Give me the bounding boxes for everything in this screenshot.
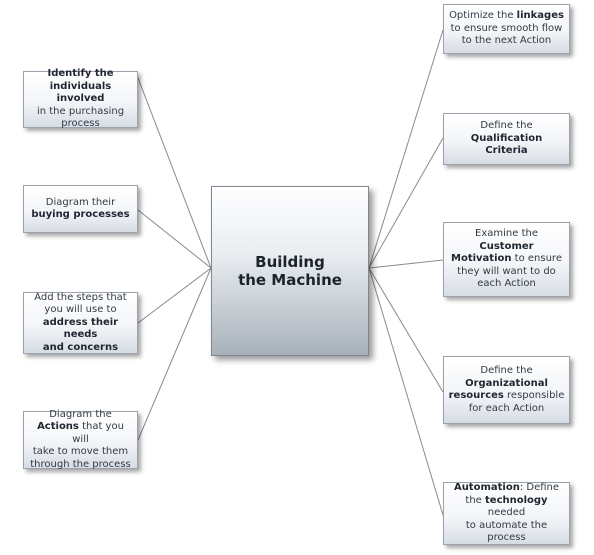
node-text-run: to ensure smooth flow <box>450 22 563 34</box>
node-text-bold: resources <box>448 390 504 401</box>
node-text-bold: Motivation <box>451 253 512 265</box>
node-text-bold: Automation <box>453 482 520 494</box>
center-title-line1: Building <box>255 253 325 271</box>
node-text-run: to the next Action <box>461 35 552 47</box>
node-text-run: they will want to do <box>457 265 556 277</box>
node-text-run: the <box>465 494 485 506</box>
node-text-bold: buying processes <box>31 209 130 220</box>
node-text-run: : Define <box>519 482 560 494</box>
connector-line <box>368 267 444 516</box>
connector-line <box>368 259 444 269</box>
connector-line <box>368 267 444 393</box>
connector-line <box>137 77 212 269</box>
node-text-run: Add the steps that <box>34 291 127 303</box>
node-text-run: through the process <box>30 458 131 470</box>
connector-line <box>137 267 212 441</box>
node-text-run: for each Action <box>468 402 545 414</box>
node-text-bold: Qualification Criteria <box>470 132 543 157</box>
node-text-run: that you will <box>72 421 124 445</box>
connector-line <box>137 267 212 324</box>
node-text-run: needed <box>487 507 526 519</box>
node-text-run: to ensure <box>511 253 562 265</box>
center-title: Building the Machine <box>238 253 342 289</box>
node-text-run: Define the <box>480 120 533 132</box>
node-text-bold: linkages <box>516 10 564 22</box>
connector-line <box>368 29 444 269</box>
node-text-run: Examine the <box>475 228 538 240</box>
node-text-bold: Organizational <box>465 377 548 389</box>
node-text-run: Diagram their <box>45 196 116 208</box>
center-node: Building the Machine <box>211 186 369 356</box>
node-text-run: take to move them <box>32 446 129 458</box>
node-text-run: Diagram the <box>49 408 112 420</box>
node-text-bold: individuals involved <box>49 80 112 105</box>
node-text-bold: Customer <box>479 240 534 252</box>
connector-line <box>368 137 444 269</box>
connector-line <box>137 209 212 269</box>
node-text-run: Define the <box>480 365 533 376</box>
node-text-bold: technology <box>485 494 548 506</box>
node-text-bold: Identify the <box>47 68 114 80</box>
node-text-run: in the purchasing <box>36 105 125 117</box>
node-text-run: you will use to <box>44 304 117 316</box>
node-text-run: Optimize the <box>449 10 517 22</box>
node-text-bold: Actions <box>37 421 79 433</box>
node-text-run: responsible <box>503 390 565 401</box>
center-title-line2: the Machine <box>238 271 342 289</box>
node-text-bold: and concerns <box>42 341 119 353</box>
node-text-bold: address their needs <box>42 316 119 341</box>
node-text-run: each Action <box>477 278 536 290</box>
node-text-run: to automate the process <box>465 519 548 544</box>
node-text-run: process <box>61 118 100 130</box>
